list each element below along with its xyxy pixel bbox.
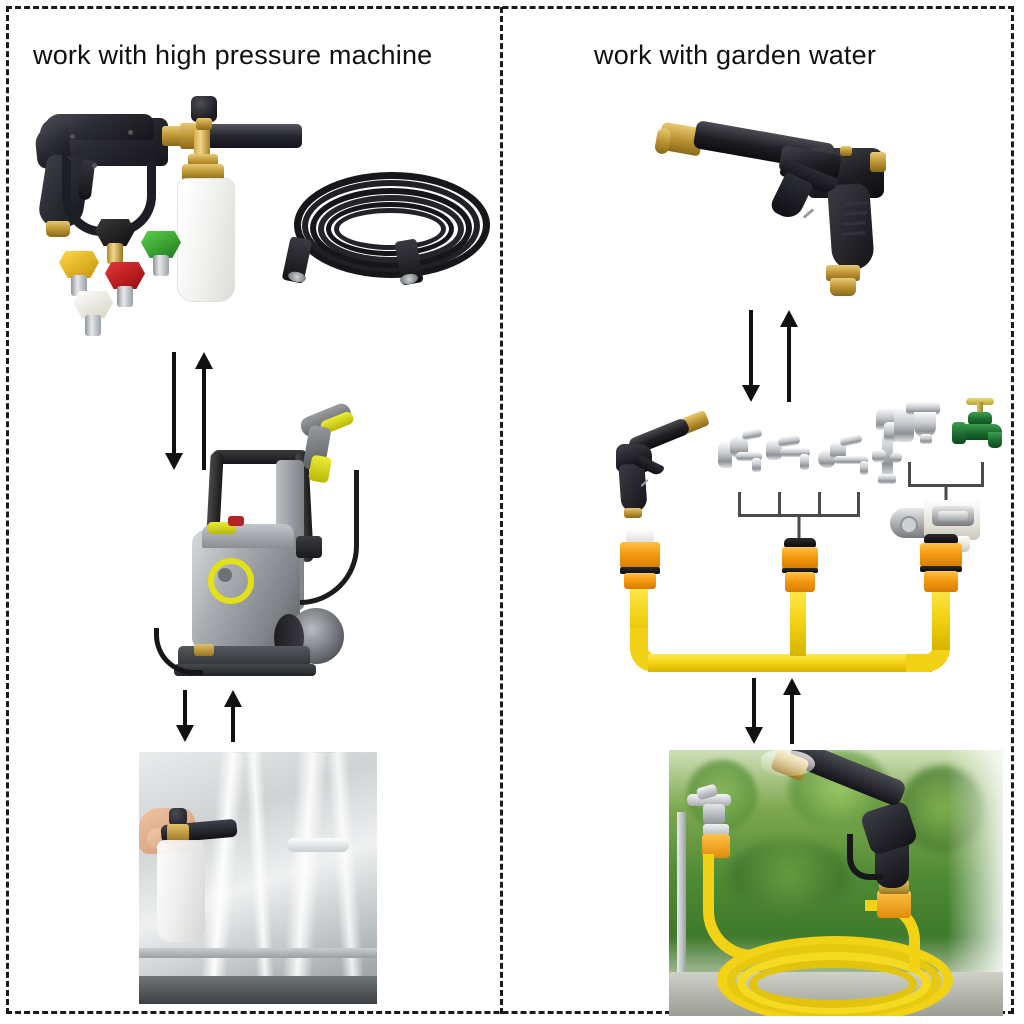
faucet-bracket-standard bbox=[738, 492, 860, 554]
arrow-hose-to-gun-up bbox=[778, 310, 800, 402]
left-panel-title: work with high pressure machine bbox=[33, 40, 433, 70]
panel-divider bbox=[500, 7, 503, 1014]
arrow-gun-to-hose-down bbox=[740, 310, 762, 402]
arrow-gun-to-machine-down bbox=[163, 352, 185, 470]
faucet-chrome-1 bbox=[718, 428, 763, 488]
hose-connector-middle bbox=[780, 538, 820, 592]
hose-connector-left bbox=[618, 530, 662, 590]
arrow-machine-to-gun-up bbox=[193, 352, 215, 470]
high-pressure-hose bbox=[280, 168, 490, 293]
car-foam-photo bbox=[139, 752, 377, 1004]
pressure-washer-machine bbox=[150, 400, 370, 690]
arrow-car-to-machine-up bbox=[222, 690, 244, 742]
dashed-outer-border bbox=[6, 6, 1014, 1014]
nozzle-tip-black bbox=[95, 219, 135, 265]
nozzle-tip-red bbox=[105, 262, 145, 308]
hose-connector-right bbox=[918, 534, 964, 592]
arrow-hose-to-photo-down bbox=[743, 678, 765, 744]
garden-hose-spray-gun bbox=[630, 110, 930, 300]
faucet-chrome-outdoor bbox=[884, 402, 946, 452]
yellow-garden-hose bbox=[600, 520, 1000, 680]
nozzle-tip-set bbox=[35, 215, 205, 337]
nozzle-tip-white bbox=[73, 291, 113, 337]
garden-gun-on-hose bbox=[598, 409, 718, 542]
pressure-washer-foam-cannon bbox=[30, 90, 302, 330]
nozzle-tip-yellow bbox=[59, 251, 99, 297]
faucet-group-outdoor bbox=[884, 396, 1006, 458]
faucet-green-outdoor bbox=[952, 398, 1008, 454]
right-panel-title: work with garden water bbox=[594, 40, 877, 70]
garden-watering-photo bbox=[669, 750, 1003, 1016]
faucet-chrome-2 bbox=[766, 434, 812, 486]
arrow-photo-to-hose-up bbox=[781, 678, 803, 744]
nozzle-tip-green bbox=[141, 231, 181, 277]
faucet-chrome-3 bbox=[818, 433, 870, 488]
arrow-machine-to-car-down bbox=[174, 690, 196, 742]
faucet-group-standard bbox=[718, 408, 902, 498]
